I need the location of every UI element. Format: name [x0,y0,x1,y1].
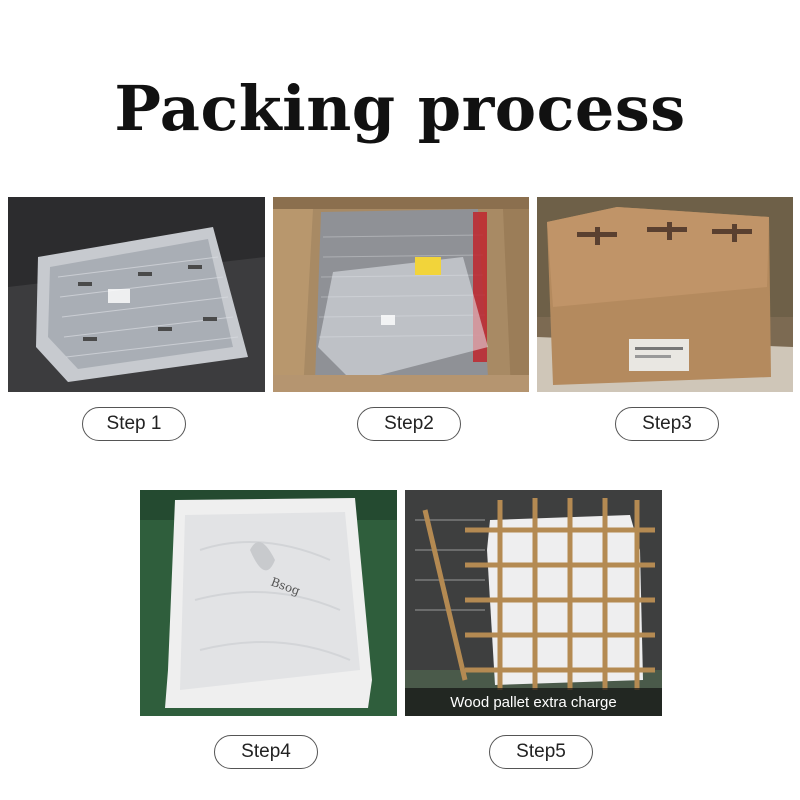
photo-caption: Wood pallet extra charge [405,688,662,716]
step4-label: Step4 [214,735,318,769]
step3-label: Step3 [615,407,719,441]
step1-label: Step 1 [82,407,186,441]
step4-photo: Bsog [140,490,397,716]
step1-photo [8,197,265,392]
step3-photo [537,197,793,392]
step2-label: Step2 [357,407,461,441]
step5-label: Step5 [489,735,593,769]
step2-photo [273,197,529,392]
step5-photo: Wood pallet extra charge [405,490,662,716]
page-title: Packing process [114,72,686,145]
